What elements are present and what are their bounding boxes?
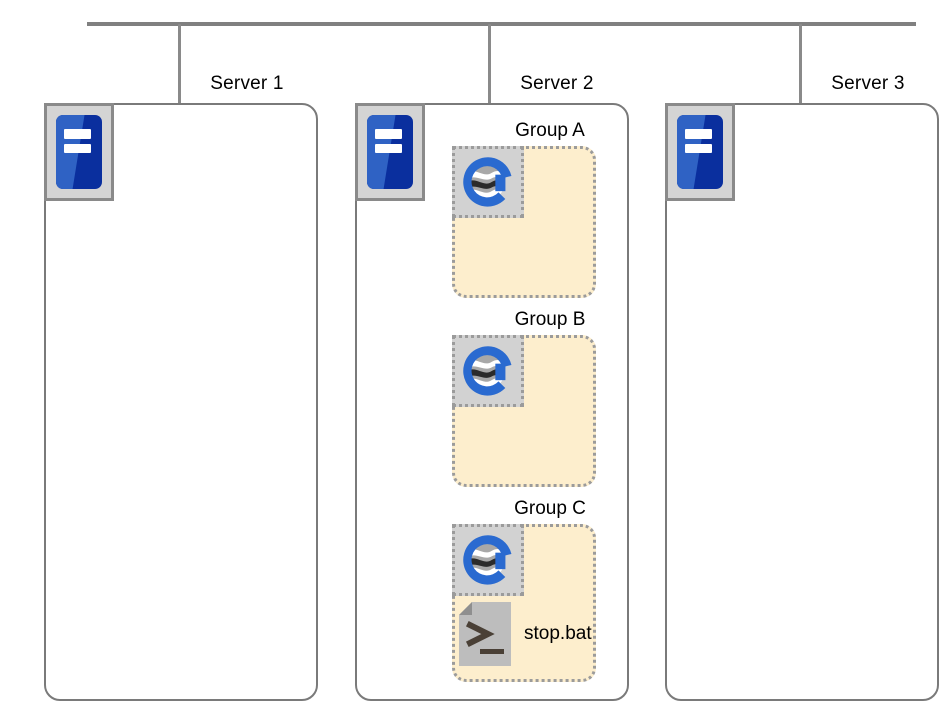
group-label-b: Group B — [514, 309, 586, 330]
glassfish-icon[interactable] — [452, 335, 524, 407]
glassfish-icon[interactable] — [452, 524, 524, 596]
server-icon[interactable] — [355, 103, 425, 201]
server-label-2: Server 2 — [520, 73, 594, 94]
server-chip-graphic — [367, 115, 413, 189]
glassfish-icon-graphic — [463, 346, 512, 396]
glassfish-icon-graphic — [463, 157, 512, 207]
connector-bus-line — [87, 22, 916, 26]
group-label-c: Group C — [514, 498, 586, 519]
connector-drop-server-1 — [178, 24, 181, 106]
server-chip-graphic — [677, 115, 723, 189]
server-chip-bar-1 — [685, 129, 712, 139]
group-label-a: Group A — [515, 120, 585, 141]
server-chip-bar-1 — [375, 129, 402, 139]
server-chip-bar-2 — [685, 143, 712, 154]
bat-file-icon — [458, 601, 512, 667]
server-icon[interactable] — [44, 103, 114, 201]
glassfish-icon-graphic — [463, 535, 512, 585]
glassfish-icon[interactable] — [452, 146, 524, 218]
bat-file-item[interactable]: stop.bat — [458, 601, 592, 667]
server-chip-graphic — [56, 115, 102, 189]
connector-drop-server-3 — [799, 24, 802, 106]
server-chip-bar-1 — [64, 129, 91, 139]
server-panel-1[interactable] — [44, 103, 318, 701]
server-panel-3[interactable] — [665, 103, 939, 701]
server-chip-bar-2 — [375, 143, 402, 154]
bat-file-icon-graphic — [459, 602, 511, 666]
server-label-3: Server 3 — [831, 73, 905, 94]
server-icon[interactable] — [665, 103, 735, 201]
server-label-1: Server 1 — [210, 73, 284, 94]
server-chip-bar-2 — [64, 143, 91, 154]
connector-drop-server-2 — [488, 24, 491, 106]
bat-file-label: stop.bat — [524, 623, 592, 644]
